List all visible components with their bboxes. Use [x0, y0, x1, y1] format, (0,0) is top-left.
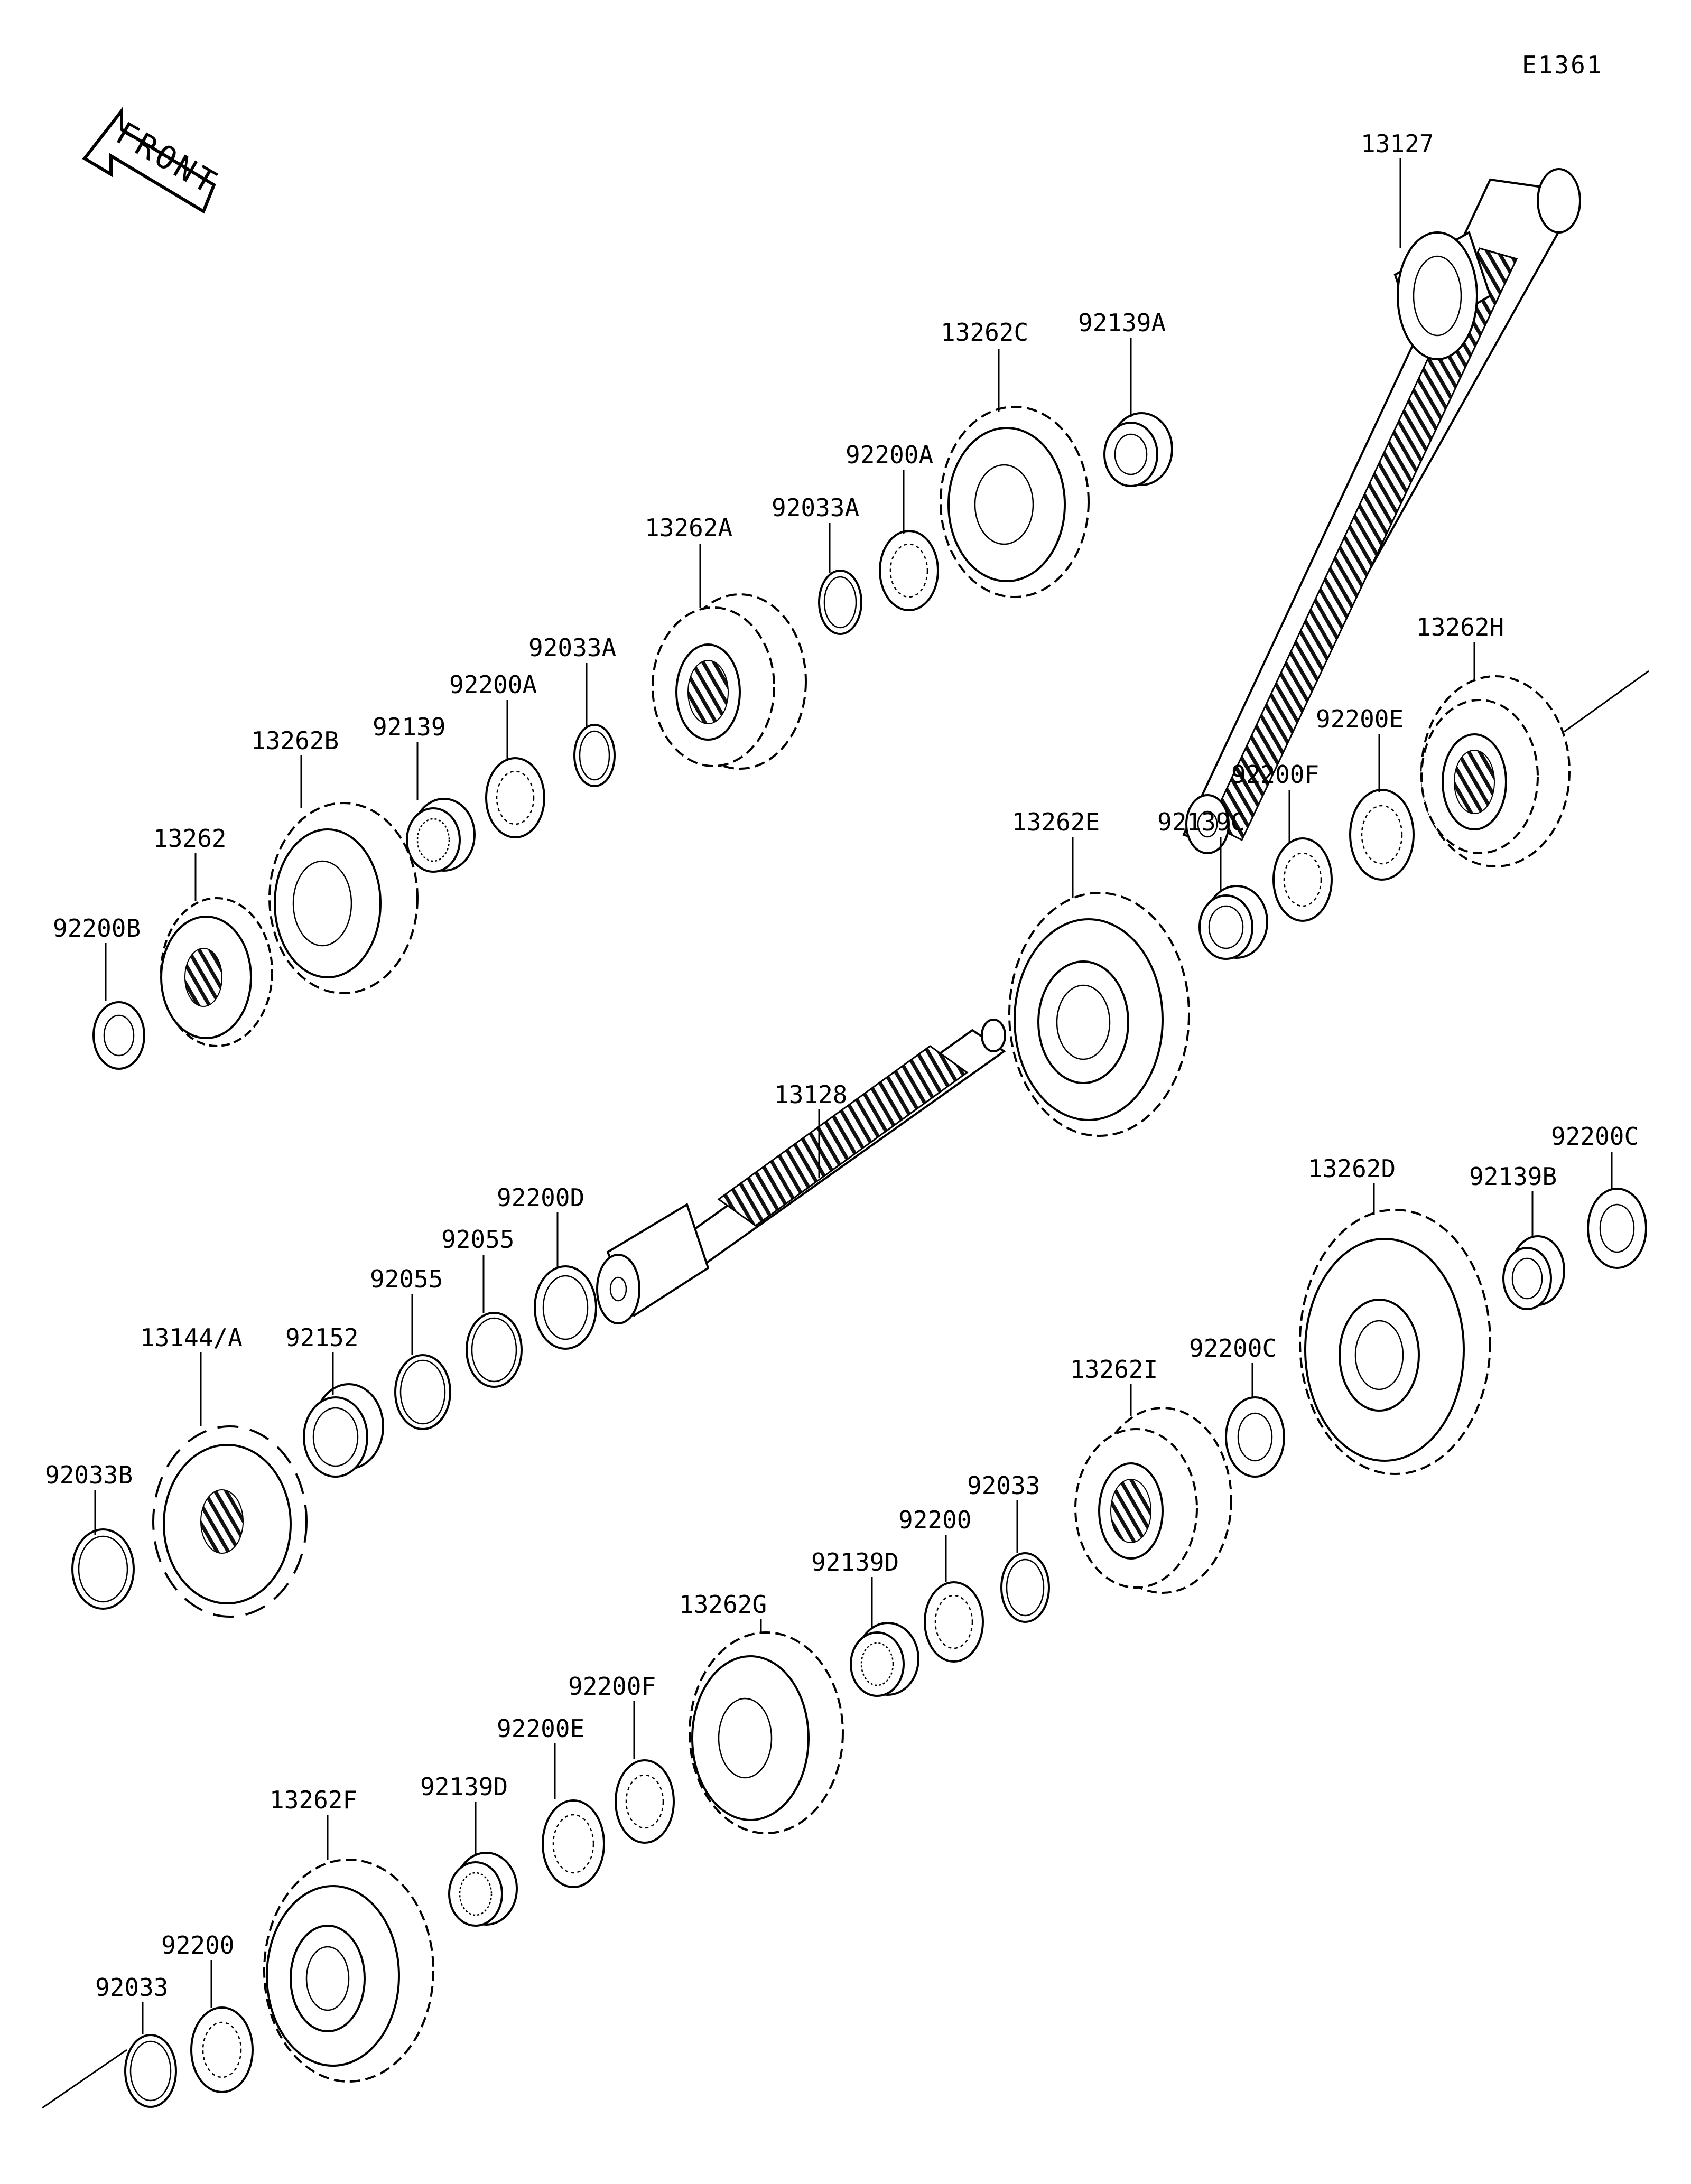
- gear-13262b: [268, 802, 419, 994]
- needle-bearing-92139d-upper: [850, 1622, 919, 1697]
- label-92152: 92152: [285, 1323, 358, 1352]
- circlip-92033-lower: [124, 2034, 177, 2108]
- washer-92200c-lower: [1225, 1396, 1285, 1478]
- label-92033a-upper: 92033A: [772, 493, 859, 522]
- gear-13262d: [1299, 1209, 1491, 1475]
- label-92139: 92139: [373, 713, 445, 741]
- label-92200-lower: 92200: [161, 1931, 234, 1959]
- label-13127: 13127: [1361, 129, 1434, 158]
- label-92200b: 92200B: [53, 914, 141, 942]
- bushing-92139c: [1198, 885, 1268, 960]
- label-92200c-lower: 92200C: [1189, 1334, 1277, 1362]
- label-92200f-upper: 92200F: [1231, 760, 1319, 789]
- label-92055-right: 92055: [441, 1225, 514, 1254]
- label-92139d-lower: 92139D: [420, 1772, 508, 1801]
- label-92033-upper: 92033: [967, 1471, 1040, 1500]
- label-13262c: 13262C: [941, 318, 1028, 347]
- washer-92200-lower: [190, 2006, 254, 2093]
- label-13262: 13262: [153, 824, 226, 853]
- front-arrow-icon: FRONT: [82, 106, 225, 214]
- gear-13262e: [1008, 892, 1190, 1137]
- washer-92200f-lower: [615, 1759, 675, 1844]
- label-92200f-lower: 92200F: [568, 1672, 656, 1701]
- label-92200a-upper: 92200A: [846, 441, 933, 469]
- label-92200a-lower: 92200A: [449, 670, 537, 699]
- label-13262f: 13262F: [270, 1786, 357, 1814]
- washer-92200-upper: [924, 1581, 984, 1663]
- label-92033-lower: 92033: [95, 1973, 168, 2002]
- spur-gear-13127-drive: [1397, 231, 1478, 360]
- label-92200d: 92200D: [497, 1183, 584, 1212]
- label-13262d: 13262D: [1308, 1154, 1396, 1183]
- bushing-92139b: [1502, 1235, 1565, 1310]
- washer-92200f-upper: [1272, 837, 1333, 922]
- part-labels: 13127 92139A 13262C 92200A 92033A 13262A…: [45, 129, 1639, 2002]
- needle-bearing-92139d-lower: [448, 1852, 518, 1927]
- label-13262a: 13262A: [645, 514, 732, 542]
- gear-13262a: [652, 593, 807, 770]
- output-shaft-13128: [596, 1019, 1006, 1324]
- axis-line-upper: [1564, 670, 1649, 733]
- label-13262i: 13262I: [1070, 1355, 1158, 1384]
- label-92055-left: 92055: [370, 1265, 443, 1293]
- leader-lines: [94, 158, 1613, 2034]
- label-92200c-upper: 92200C: [1551, 1122, 1639, 1151]
- label-92139c: 92139C: [1157, 808, 1245, 836]
- label-13262b: 13262B: [251, 726, 339, 755]
- label-92139a: 92139A: [1078, 309, 1166, 337]
- ring-92055-left: [394, 1354, 451, 1430]
- ring-92055-right: [466, 1312, 523, 1388]
- washer-92200e-upper: [1349, 789, 1415, 881]
- washer-92200c-upper: [1587, 1188, 1647, 1269]
- circlip-92033-upper: [1000, 1552, 1050, 1623]
- label-13144a: 13144/A: [140, 1323, 243, 1352]
- label-92200e-upper: 92200E: [1316, 705, 1404, 733]
- label-92033a-lower: 92033A: [528, 633, 616, 662]
- collar-92152: [303, 1383, 384, 1478]
- label-13128: 13128: [774, 1080, 847, 1109]
- label-13262h: 13262H: [1416, 613, 1504, 641]
- label-13262e: 13262E: [1012, 808, 1100, 836]
- label-92200e-lower: 92200E: [497, 1714, 584, 1743]
- gear-13262f: [263, 1859, 434, 2083]
- label-92033b: 92033B: [45, 1461, 133, 1489]
- diagram-code: E1361: [1522, 51, 1603, 79]
- label-13262g: 13262G: [679, 1590, 767, 1619]
- sprocket-13144a: [152, 1425, 308, 1618]
- gear-13262g: [689, 1631, 844, 1834]
- washer-92200e-lower: [542, 1799, 605, 1888]
- washer-92200b: [92, 1001, 145, 1070]
- label-92200-upper: 92200: [898, 1506, 971, 1534]
- label-92139b: 92139B: [1469, 1162, 1557, 1191]
- axis-line-lower: [42, 2049, 127, 2109]
- circlip-92033a-lower: [573, 724, 616, 787]
- washer-92200d: [534, 1265, 597, 1350]
- gear-13262h: [1420, 675, 1571, 867]
- gear-13262i: [1074, 1407, 1232, 1594]
- circlip-92033b: [71, 1528, 135, 1610]
- washer-92200a-lower: [485, 757, 545, 838]
- needle-bearing-92139a: [1103, 412, 1173, 487]
- washer-92200a-upper: [879, 530, 939, 611]
- needle-bearing-92139: [406, 798, 476, 873]
- gear-13262: [160, 897, 273, 1047]
- label-92139d-upper: 92139D: [811, 1548, 899, 1576]
- gear-13262c: [940, 406, 1090, 598]
- circlip-92033a-upper: [818, 570, 862, 635]
